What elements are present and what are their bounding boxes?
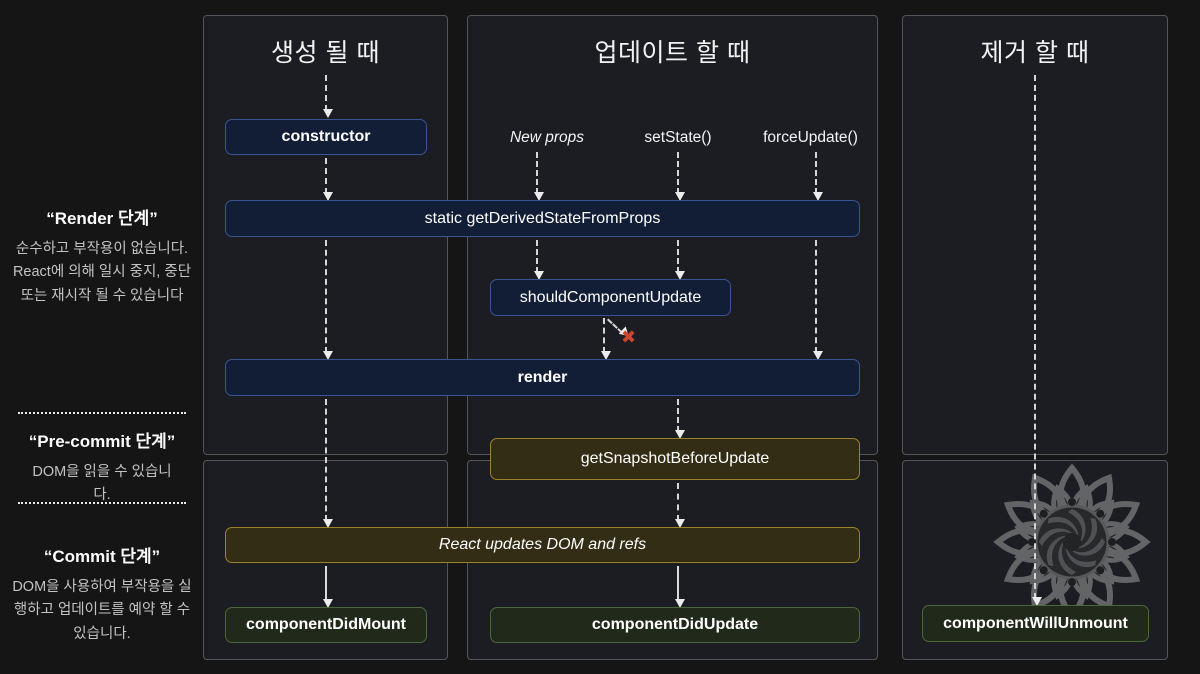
arrow-newprops-to-gdsfp xyxy=(534,152,544,201)
column-header-update: 업데이트 할 때 xyxy=(594,39,751,67)
box-componentwillunmount: componentWillUnmount xyxy=(922,605,1149,642)
arrow-render-to-reactupdates-create xyxy=(323,399,333,528)
dotted-separator xyxy=(18,502,186,504)
phase-note-commit: “Commit 단계” DOM을 사용하여 부작용을 실행하고 업데이트를 예약… xyxy=(8,542,196,646)
arrow-gdsfp-to-render-create xyxy=(323,240,333,360)
box-getderivedstatefromprops: static getDerivedStateFromProps xyxy=(225,200,860,237)
phase-title-commit: “Commit 단계” xyxy=(43,547,161,566)
arrow-header-to-constructor xyxy=(323,75,333,118)
arrow-constructor-to-gdsfp xyxy=(323,158,333,201)
box-react-updates-dom: React updates DOM and refs xyxy=(225,527,860,563)
column-header-create: 생성 될 때 xyxy=(271,39,380,67)
phase-note-precommit: “Pre-commit 단계” DOM을 읽을 수 있습니다. xyxy=(8,427,196,508)
arrow-gdsfp-to-scu-right xyxy=(675,240,685,280)
phase-title-precommit: “Pre-commit 단계” xyxy=(28,432,176,451)
phase-body-commit: DOM을 사용하여 부작용을 실행하고 업데이트를 예약 할 수 있습니다. xyxy=(12,579,192,642)
arrow-header-to-willunmount xyxy=(1032,75,1042,606)
box-componentdidmount: componentDidMount xyxy=(225,607,427,643)
trigger-setstate: setState() xyxy=(644,129,712,146)
column-header-unmount: 제거 할 때 xyxy=(980,39,1090,67)
box-render: render xyxy=(225,359,860,396)
trigger-new-props: New props xyxy=(509,129,585,146)
cancel-x-icon: ✖ xyxy=(621,327,637,347)
arrow-setstate-to-gdsfp xyxy=(675,152,685,201)
arrow-render-to-snapshot xyxy=(675,399,685,439)
arrow-gdsfp-to-scu-left xyxy=(534,240,544,280)
arrow-forceupdate-to-gdsfp xyxy=(813,152,823,201)
mandala-watermark xyxy=(992,462,1152,622)
arrow-reactupdates-to-didupdate xyxy=(675,566,685,608)
arrow-snapshot-to-reactupdates xyxy=(675,483,685,528)
box-componentdidupdate: componentDidUpdate xyxy=(490,607,860,643)
phase-body-render: 순수하고 부작용이 없습니다. React에 의해 일시 중지, 중단 또는 재… xyxy=(12,241,192,304)
phase-body-precommit: DOM을 읽을 수 있습니다. xyxy=(32,464,172,504)
trigger-forceupdate: forceUpdate() xyxy=(763,129,858,146)
arrow-reactupdates-to-didmount xyxy=(323,566,333,608)
phase-note-render: “Render 단계” 순수하고 부작용이 없습니다. React에 의해 일시… xyxy=(8,204,196,308)
dotted-separator xyxy=(18,412,186,414)
arrow-forceupdate-bypass-to-render xyxy=(813,240,823,360)
box-shouldcomponentupdate: shouldComponentUpdate xyxy=(490,279,731,316)
box-constructor: constructor xyxy=(225,119,427,155)
box-getsnapshotbeforeupdate: getSnapshotBeforeUpdate xyxy=(490,438,860,480)
phase-title-render: “Render 단계” xyxy=(46,209,158,228)
arrow-scu-to-render xyxy=(601,318,611,360)
